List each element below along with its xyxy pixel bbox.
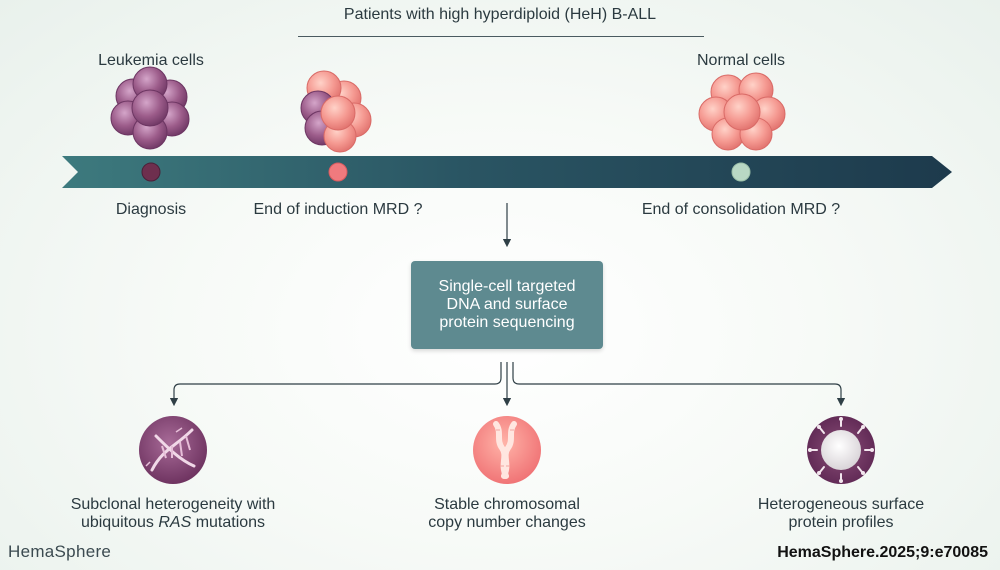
chromosome-icon <box>473 416 541 484</box>
outcome-stable-copy-number: Stable chromosomal copy number changes <box>428 496 585 532</box>
timeline-arrow <box>62 156 952 188</box>
induction-marker <box>328 162 348 182</box>
citation: HemaSphere.2025;9:e70085 <box>777 544 988 561</box>
outcome-3-line-1: Heterogeneous surface <box>757 496 925 513</box>
outcome-1-line-1: Subclonal heterogeneity with <box>70 496 276 513</box>
surface-protein-cell-icon <box>807 416 875 484</box>
process-line-1: Single-cell targeted <box>438 278 576 295</box>
outcome-1-line-2: ubiquitous RAS mutations <box>80 514 266 531</box>
outcome-subclonal-heterogeneity: Subclonal heterogeneity with ubiquitous … <box>71 496 276 532</box>
outcome-heterogeneous-surface-protein: Heterogeneous surface protein profiles <box>758 496 924 532</box>
normal-cell-cluster <box>698 72 786 151</box>
consolidation-marker <box>731 162 751 182</box>
outcome-3-line-2: protein profiles <box>788 514 894 531</box>
mixed-cell-cluster <box>300 70 372 153</box>
figure-title: Patients with high hyperdiploid (HeH) B-… <box>343 6 657 23</box>
timepoint-induction-label: End of induction MRD ? <box>253 201 423 218</box>
outcome-2-line-2: copy number changes <box>428 514 586 531</box>
outcome-2-line-1: Stable chromosomal <box>434 496 580 513</box>
dna-icon <box>139 416 207 484</box>
process-line-3: protein sequencing <box>439 314 575 331</box>
process-line-2: DNA and surface <box>446 296 568 313</box>
timepoint-consolidation-label: End of consolidation MRD ? <box>641 201 841 218</box>
branch-arrows <box>169 362 846 407</box>
title-divider <box>298 36 704 37</box>
leukemia-cell-cluster <box>110 66 190 150</box>
timepoint-diagnosis-label: Diagnosis <box>115 201 187 218</box>
leukemia-cells-label: Leukemia cells <box>98 52 204 69</box>
diagnosis-marker <box>141 162 161 182</box>
sequencing-method-box: Single-cell targeted DNA and surface pro… <box>411 261 603 349</box>
journal-name: HemaSphere <box>8 542 112 561</box>
normal-cells-label: Normal cells <box>696 52 786 69</box>
